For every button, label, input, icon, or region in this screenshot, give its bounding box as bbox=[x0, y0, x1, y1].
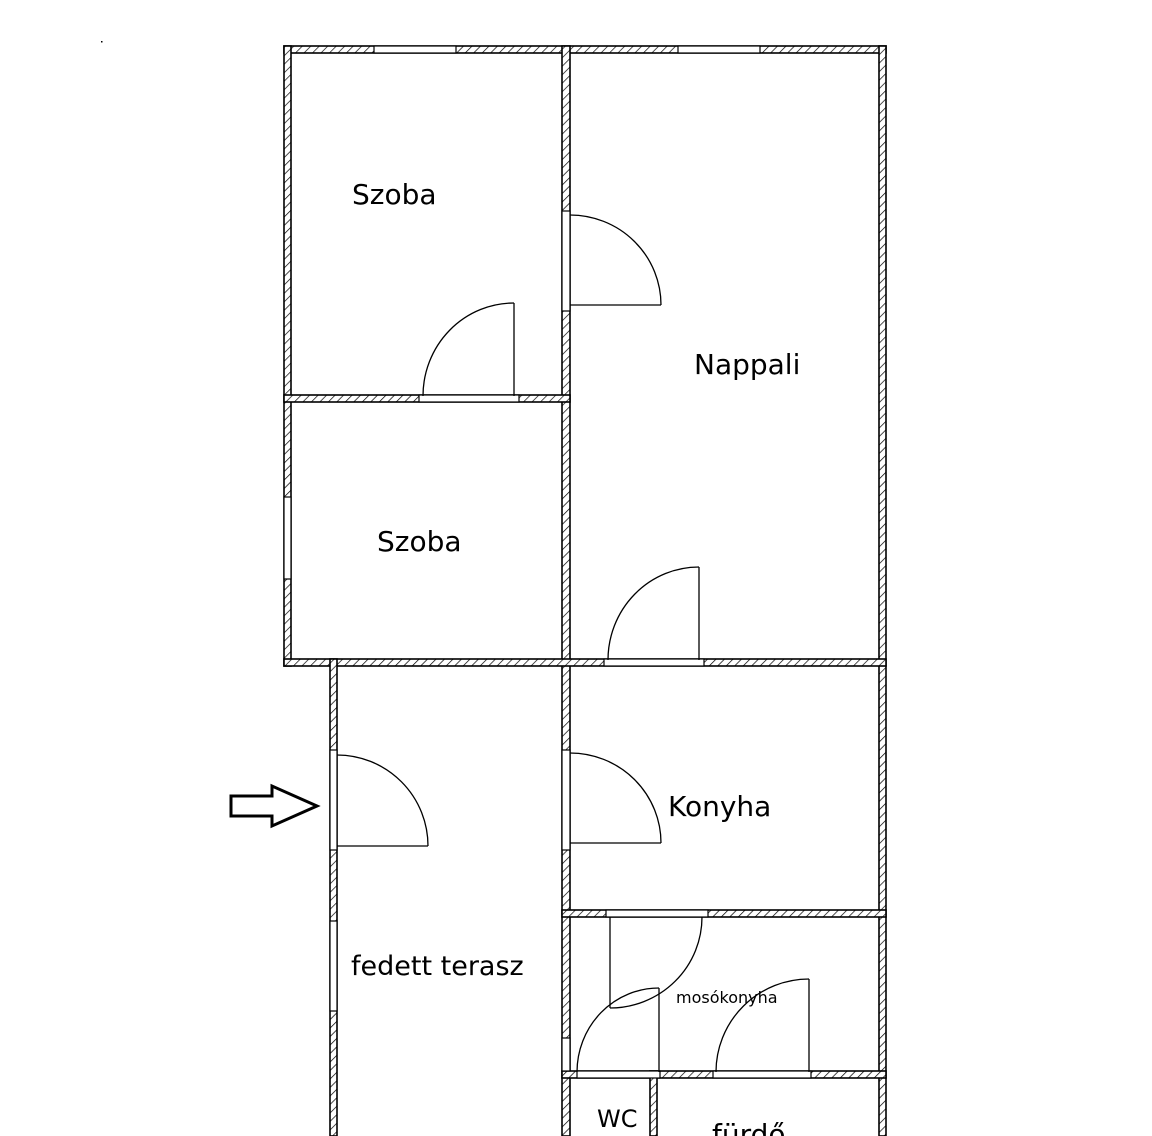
room-label-wc: WC bbox=[597, 1105, 638, 1133]
door-terrace-entrance bbox=[336, 754, 429, 847]
doors bbox=[336, 214, 810, 1073]
door-konyha bbox=[569, 752, 662, 844]
door-nappali-bottom bbox=[607, 566, 700, 661]
room-labels: Szoba Nappali Szoba Konyha fedett terasz… bbox=[351, 178, 800, 1136]
room-label-nappali: Nappali bbox=[694, 348, 800, 381]
door-wc bbox=[576, 987, 660, 1073]
stray-mark bbox=[101, 41, 103, 43]
room-label-szoba-1: Szoba bbox=[352, 178, 437, 211]
door-furdo bbox=[715, 978, 810, 1073]
room-label-szoba-2: Szoba bbox=[377, 525, 462, 558]
entrance-arrow-icon bbox=[229, 783, 321, 829]
room-label-fedett-terasz: fedett terasz bbox=[351, 951, 524, 982]
room-label-furdo: fürdő bbox=[712, 1118, 786, 1136]
openings bbox=[283, 45, 812, 1079]
door-szoba-1 bbox=[422, 302, 515, 397]
room-label-mosokonyha: mosókonyha bbox=[676, 988, 778, 1007]
door-nappali-left bbox=[569, 214, 662, 306]
room-label-konyha: Konyha bbox=[668, 790, 771, 823]
door-mosokonyha-top bbox=[609, 916, 703, 1009]
